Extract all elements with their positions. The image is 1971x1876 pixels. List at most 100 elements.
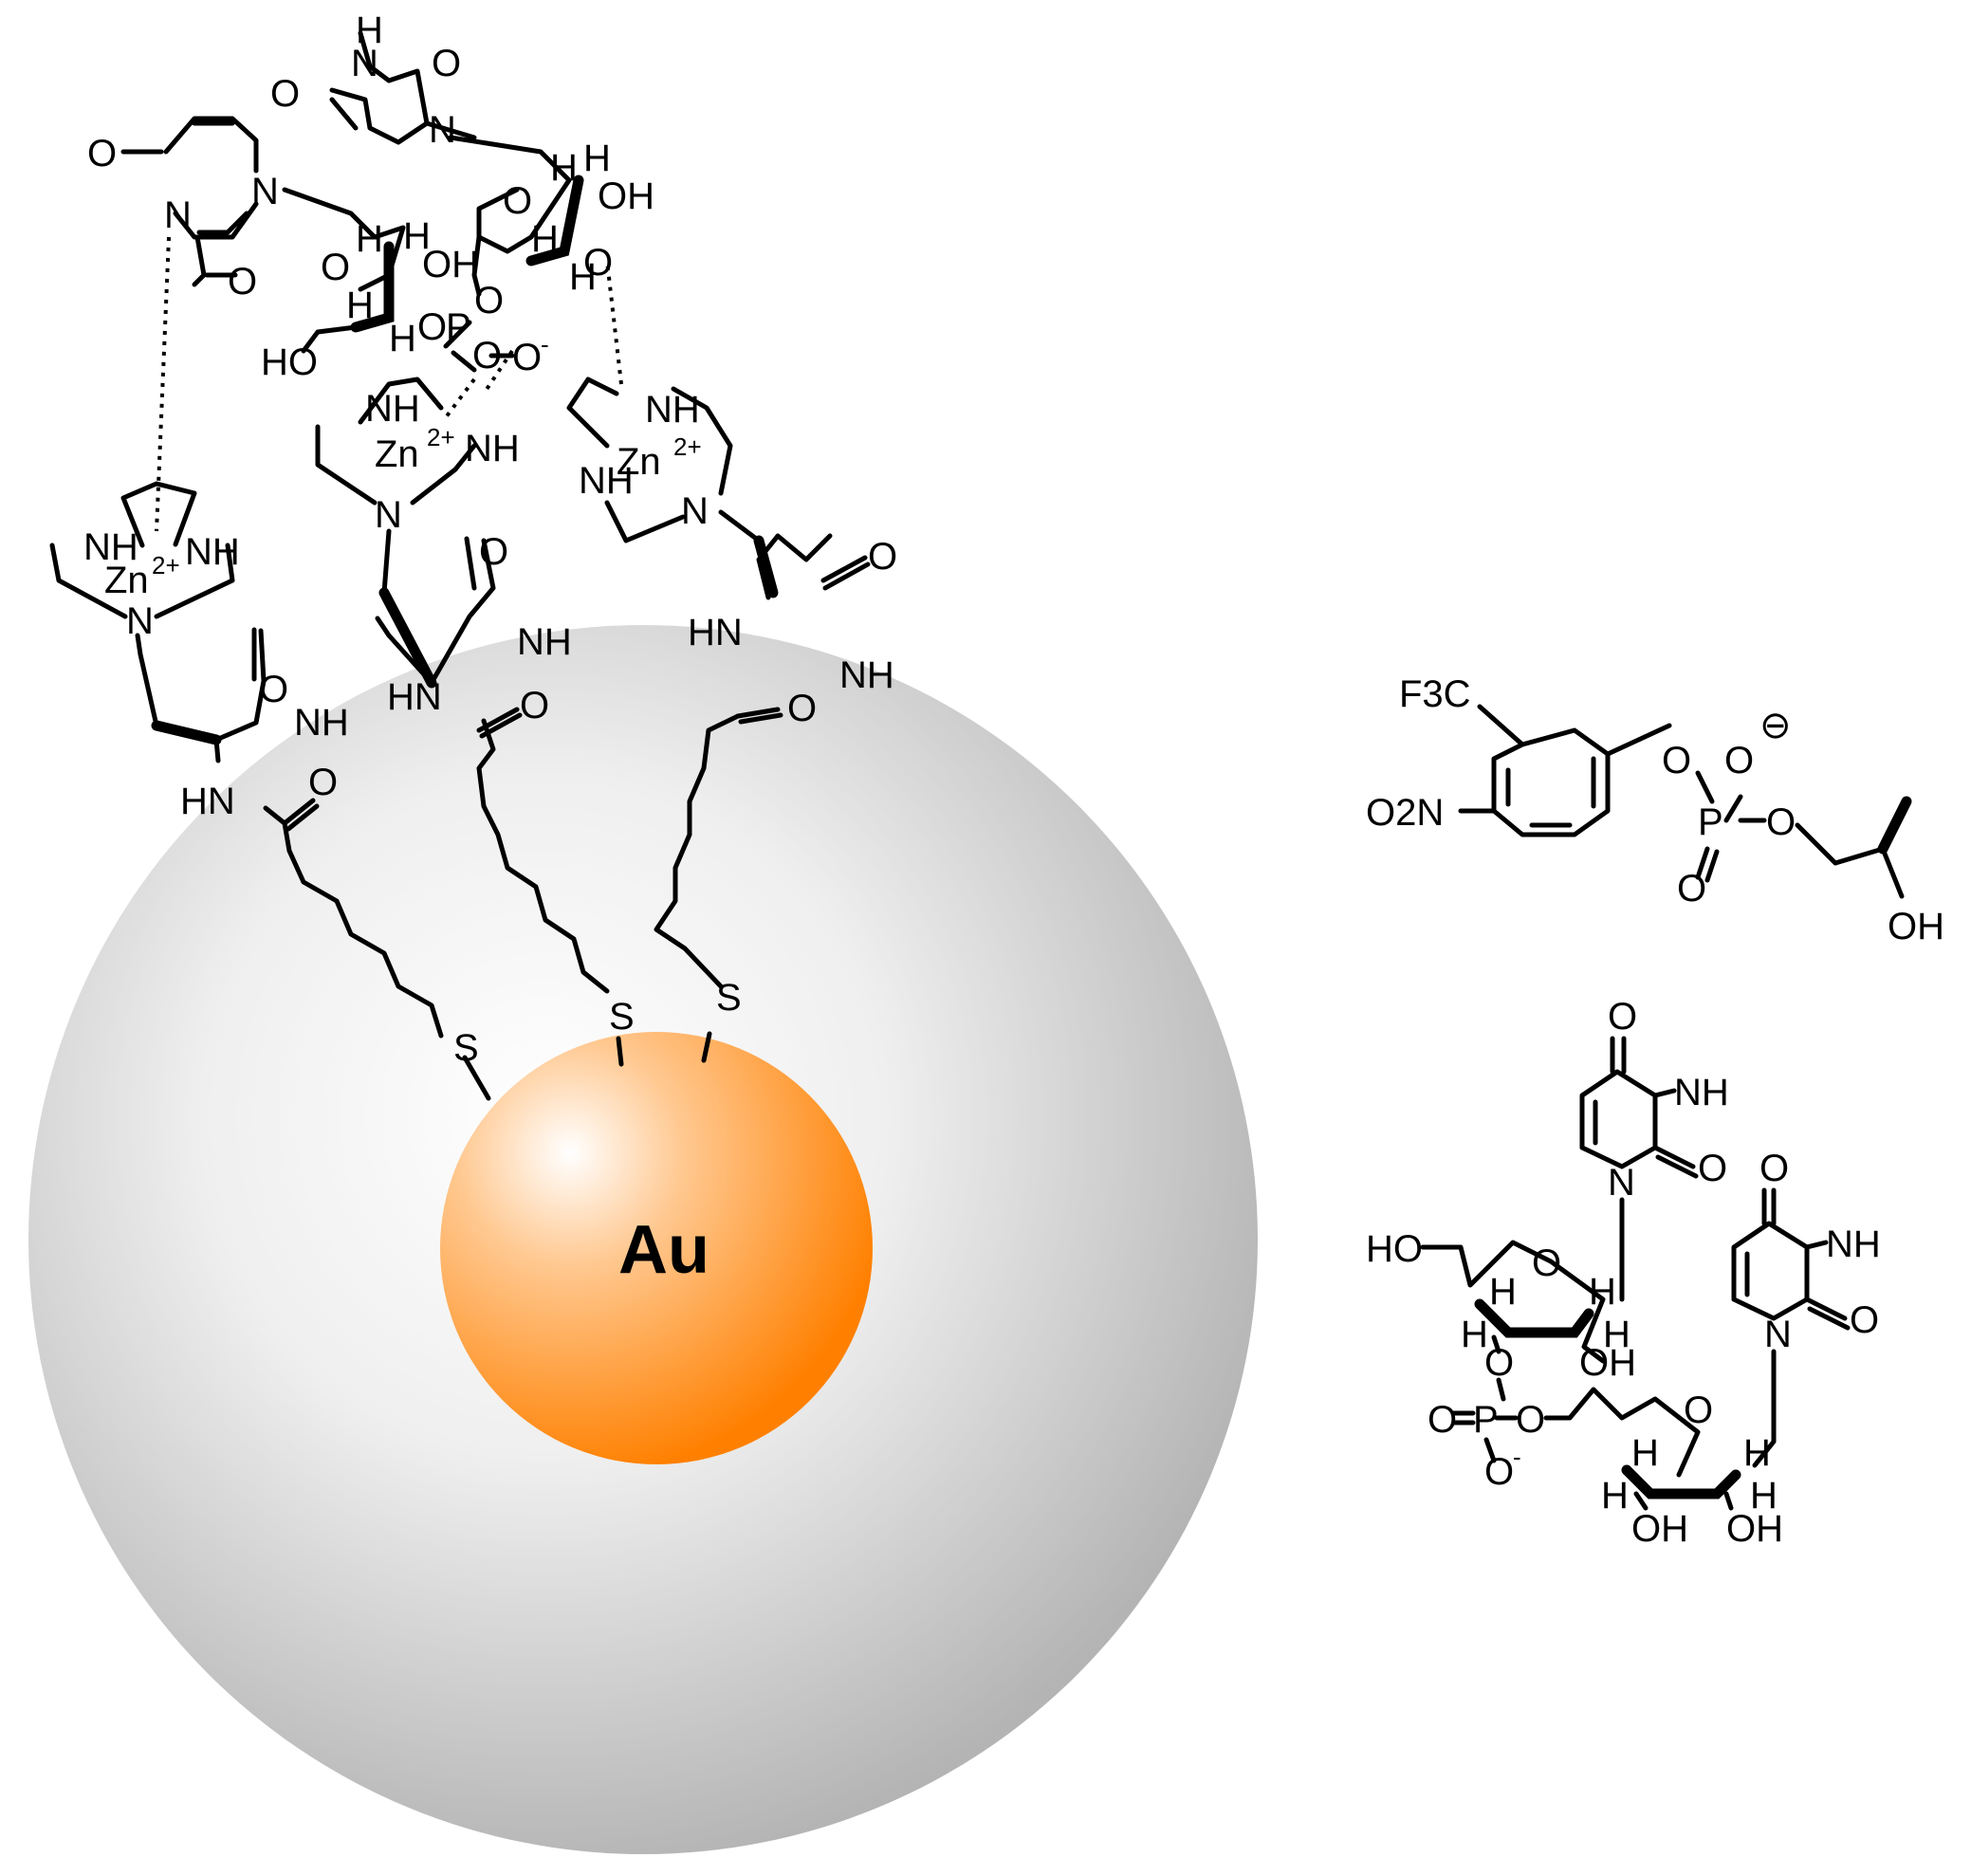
phosphate-charge: ⊖ — [1759, 705, 1792, 746]
amine-nh-label: NH — [1826, 1223, 1881, 1265]
hydrogen-atom: H — [1601, 1475, 1629, 1517]
zn-tacn-complex-left: O NH N NH NH Zn 2+ — [49, 236, 349, 763]
zinc-label: Zn — [617, 441, 661, 483]
phosphorus-atom: P — [1473, 1399, 1499, 1441]
hpnpp-molecule: F3C O2N O O ⊖ P O O OH — [1366, 673, 1944, 947]
oxygen-atom: O — [308, 762, 338, 803]
oxygen-atom: O — [87, 133, 117, 175]
amine-nh-label: NH — [465, 428, 520, 469]
thiol-chain-right: S O HN — [654, 612, 817, 1063]
phosphorus-atom: P — [1698, 801, 1723, 843]
zn-tacn-complex-right: O NH N NH NH Zn 2+ — [566, 260, 897, 696]
zinc-charge: 2+ — [427, 423, 455, 451]
oxygen-atom: O — [417, 306, 447, 348]
phosphate-charge: - — [1513, 1443, 1521, 1471]
hydrogen-atom: H — [356, 218, 383, 260]
amine-nh-label: NH — [185, 531, 240, 573]
phosphate-charge: - — [541, 330, 549, 359]
sulfur-atom: S — [609, 996, 635, 1038]
hydroxyl-label: OH — [598, 175, 654, 217]
thiol-chain-left: S O HN — [180, 762, 491, 1101]
hydrogen-atom: H — [1603, 1314, 1630, 1355]
hydrogen-atom: H — [531, 218, 559, 260]
amide-nh-label: NH — [517, 621, 572, 663]
amine-nh-label: NH — [579, 460, 634, 502]
sulfur-atom: S — [453, 1027, 479, 1069]
oxygen-atom: O — [270, 73, 300, 115]
hydrogen-atom: H — [356, 9, 383, 51]
nitrogen-atom: N — [681, 490, 709, 532]
amide-nh-label: HN — [688, 612, 743, 653]
amine-nh-label: NH — [365, 388, 420, 430]
oxygen-atom: O — [479, 531, 508, 573]
phosphate-oxide-label: O — [512, 337, 542, 378]
oxygen-atom: O — [520, 685, 549, 726]
hydroxyl-label: OH — [1579, 1342, 1636, 1384]
hydroxyl-label: HO — [261, 341, 318, 383]
nitro-label: O2N — [1366, 792, 1444, 834]
hydrogen-atom: H — [1750, 1475, 1778, 1517]
hydroxyl-label: HO — [1366, 1228, 1423, 1270]
hydrogen-atom: H — [1489, 1271, 1517, 1313]
oxygen-atom: O — [228, 261, 257, 303]
amide-nh-label: NH — [294, 702, 349, 744]
hydroxyl-label: OH — [422, 244, 479, 285]
oxygen-atom: O — [432, 43, 461, 84]
amine-nh-label: NH — [645, 389, 700, 431]
amine-nh-label: NH — [83, 526, 138, 568]
oxygen-atom: O — [259, 669, 288, 710]
trifluoromethyl-label: F3C — [1399, 673, 1471, 715]
hydrogen-atom: H — [389, 318, 416, 359]
zinc-charge: 2+ — [673, 432, 702, 461]
oxygen-atom: O — [868, 536, 897, 578]
zinc-label: Zn — [375, 433, 419, 475]
oxygen-atom: O — [1724, 740, 1754, 782]
upu-dinucleotide: O NH O N HO O H H H H OH O O P O O - O H… — [1366, 996, 1881, 1550]
amine-nh-label: NH — [1674, 1072, 1729, 1113]
hydrogen-atom: H — [1461, 1314, 1488, 1355]
oxygen-atom: O — [1698, 1148, 1727, 1189]
hydrogen-atom: H — [583, 138, 611, 179]
nitrogen-atom: N — [375, 494, 402, 536]
gold-core-label: Au — [618, 1212, 709, 1288]
gold-core — [440, 1032, 873, 1464]
nitrogen-atom: N — [1764, 1314, 1792, 1355]
zn-tacn-complex-middle: O NH N NH NH Zn 2+ — [315, 349, 572, 689]
hydrogen-atom: H — [1589, 1271, 1616, 1313]
amide-nh-label: HN — [180, 781, 235, 822]
oxygen-atom: O — [1850, 1299, 1879, 1341]
oxygen-atom: O — [1608, 996, 1637, 1038]
bound-dinucleotide: O N N O O H H OH H H HO O P O O O - H N … — [87, 9, 654, 383]
zinc-charge: 2+ — [152, 551, 180, 579]
amide-nh-label: NH — [839, 654, 894, 696]
hydroxyl-label: OH — [1631, 1508, 1688, 1550]
oxygen-atom: O — [1532, 1242, 1561, 1284]
oxygen-atom: O — [1428, 1399, 1457, 1441]
oxygen-atom: O — [1684, 1389, 1713, 1431]
nitrogen-atom: N — [1608, 1162, 1635, 1204]
zinc-label: Zn — [104, 560, 149, 601]
oxygen-atom: O — [1677, 868, 1706, 910]
nitrogen-atom: N — [164, 194, 192, 236]
nitrogen-atom: N — [126, 600, 154, 642]
oxygen-atom: O — [1759, 1148, 1789, 1189]
phosphate-oxide-label: O — [1484, 1451, 1514, 1493]
oxygen-atom: O — [1516, 1399, 1545, 1441]
oxygen-atom: O — [1766, 801, 1796, 843]
oxygen-atom: O — [503, 180, 532, 222]
nitrogen-atom: N — [429, 109, 456, 151]
sulfur-atom: S — [716, 977, 742, 1019]
hydrogen-atom: H — [550, 147, 578, 189]
nitrogen-atom: N — [351, 43, 378, 84]
hydroxyl-label: OH — [1726, 1508, 1783, 1550]
hydrogen-atom: H — [403, 215, 431, 257]
oxygen-atom: O — [583, 242, 613, 284]
hydrogen-atom: H — [346, 285, 374, 326]
hydrogen-atom: H — [1631, 1432, 1659, 1474]
oxygen-atom: O — [1662, 740, 1691, 782]
hydrogen-atom: H — [569, 256, 597, 298]
oxygen-atom: O — [787, 688, 817, 729]
oxygen-atom: O — [321, 247, 350, 288]
